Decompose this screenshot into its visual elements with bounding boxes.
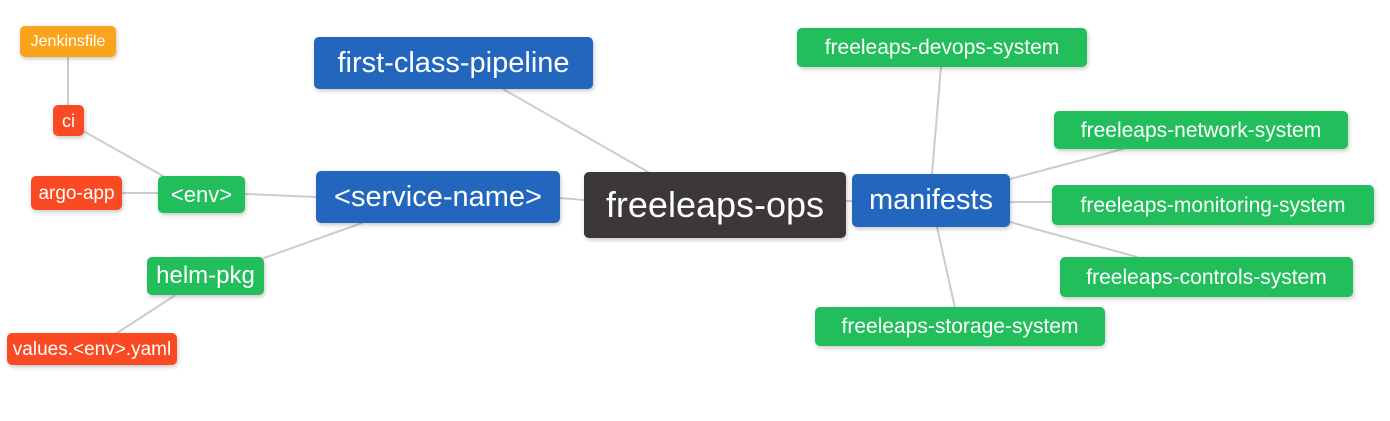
node-freeleaps-ops[interactable]: freeleaps-ops [584,172,846,238]
link-service-name--freeleaps-ops [559,197,585,201]
link-manifests--freeleaps-devops-system [931,66,942,175]
node-values-env-yaml[interactable]: values.<env>.yaml [7,333,177,365]
node-freeleaps-network-system[interactable]: freeleaps-network-system [1054,111,1348,149]
node-helm-pkg[interactable]: helm-pkg [147,257,264,295]
link-helm-pkg--service-name [263,222,363,259]
node-freeleaps-storage-system[interactable]: freeleaps-storage-system [815,307,1105,346]
link-ci--env [84,131,164,177]
node-jenkinsfile[interactable]: Jenkinsfile [20,26,116,57]
node-service-name[interactable]: <service-name> [316,171,560,223]
node-argo-app[interactable]: argo-app [31,176,122,210]
node-manifests[interactable]: manifests [852,174,1010,227]
link-env--service-name [244,193,317,198]
link-first-class-pipeline--freeleaps-ops [502,88,649,173]
node-ci[interactable]: ci [53,105,84,136]
node-freeleaps-devops-system[interactable]: freeleaps-devops-system [797,28,1087,67]
node-freeleaps-monitoring-system[interactable]: freeleaps-monitoring-system [1052,185,1374,225]
link-manifests--freeleaps-controls-system [1009,221,1138,258]
node-first-class-pipeline[interactable]: first-class-pipeline [314,37,593,89]
link-manifests--freeleaps-network-system [1009,148,1124,180]
node-freeleaps-controls-system[interactable]: freeleaps-controls-system [1060,257,1353,297]
link-manifests--freeleaps-storage-system [936,226,956,309]
node-env[interactable]: <env> [158,176,245,213]
link-helm-pkg--values-env-yaml [116,295,175,334]
